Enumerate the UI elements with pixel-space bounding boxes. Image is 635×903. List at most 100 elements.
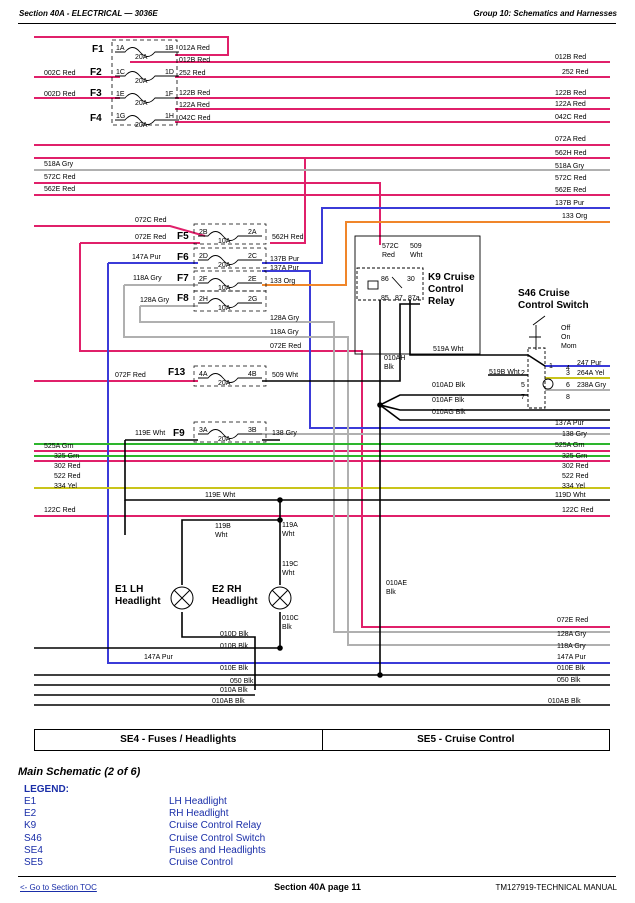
fuse-rating: 20A — [218, 262, 231, 269]
manual-id: TM127919-TECHNICAL MANUAL — [495, 883, 617, 892]
s46-pin-5: 5 — [521, 382, 525, 389]
footer-rule — [18, 876, 616, 877]
e1-label-2: Headlight — [115, 596, 161, 607]
wire-label: 010D Blk — [220, 631, 249, 638]
wire-label: 562H Red — [272, 234, 304, 241]
legend-desc: RH Headlight — [169, 808, 229, 820]
wire-label: 010AE — [386, 580, 407, 587]
fuse-symbol-icon — [115, 47, 179, 57]
fuse-rating: 20A — [218, 436, 231, 443]
wire-label: 562E Red — [44, 186, 75, 193]
legend-code: K9 — [24, 820, 37, 832]
wire-label: 012B Red — [179, 57, 210, 64]
k9-relay-body — [356, 267, 424, 301]
wire-label: 010AD Blk — [432, 382, 466, 389]
wire-label: 518A Gry — [44, 161, 74, 168]
wire-label: 252 Red — [562, 69, 589, 76]
section-bar: SE4 - Fuses / Headlights SE5 - Cruise Co… — [34, 729, 610, 751]
fuse-in-pin: 1C — [116, 69, 125, 76]
wire-label: 119E Wht — [205, 492, 235, 499]
k9-line3-label: Relay — [428, 296, 455, 307]
wire-label: 519B Wht — [489, 369, 520, 376]
fuse-rating: 10A — [218, 285, 231, 292]
wire-label: Blk — [282, 624, 292, 631]
fuse-id: F7 — [177, 273, 189, 284]
wire-label: 519A Wht — [433, 346, 463, 353]
fuse-block-1-outline — [111, 39, 178, 126]
indicator-lamp-icon — [542, 378, 554, 390]
fuse-id: F9 — [173, 428, 185, 439]
wire-label: Wht — [282, 531, 295, 538]
wire-label: 133 Org — [562, 213, 587, 220]
legend-code: SE4 — [24, 844, 43, 856]
wire-label: 122C Red — [44, 507, 76, 514]
wire-label: Wht — [410, 252, 423, 259]
fuse-in-pin: 4A — [199, 371, 208, 378]
fuse-id: F13 — [168, 367, 186, 378]
wire-label: 147A Pur — [144, 654, 173, 661]
wire-label: 012B Red — [555, 54, 586, 61]
fuse-out-pin: 2E — [248, 276, 257, 283]
header-left: Section 40A - ELECTRICAL — 3036E — [19, 9, 158, 18]
switch-body — [527, 347, 546, 409]
wire-label: 522 Red — [54, 473, 81, 480]
e2-label-1: E2 RH — [212, 584, 241, 595]
fuse-in-pin: 1E — [116, 91, 125, 98]
wire-label: Red — [382, 252, 395, 259]
wire-label: 147A Pur — [557, 654, 586, 661]
k9-pin-87: 87 — [395, 295, 403, 302]
k9-relay-outline — [354, 235, 481, 355]
legend-code: S46 — [24, 832, 42, 844]
wire-label: 072A Red — [555, 136, 586, 143]
wire-label: 137B Pur — [555, 200, 585, 207]
section-se5: SE5 - Cruise Control — [417, 734, 515, 745]
fuse-out-pin: 1B — [165, 45, 174, 52]
wire-label: 122C Red — [562, 507, 594, 514]
wire-label: 118A Gry — [270, 329, 299, 336]
wire-label: 072F Red — [115, 372, 146, 379]
fuse-rating: 20A — [135, 78, 148, 85]
s46-title-1: S46 Cruise — [518, 288, 570, 299]
legend-code: SE5 — [24, 857, 43, 868]
wire-label: 010A Blk — [220, 687, 248, 694]
header-right: Group 10: Schematics and Harnesses — [473, 9, 617, 18]
wire-label: 010AB Blk — [212, 698, 245, 705]
wire-label: Blk — [386, 589, 396, 596]
wire-label: 010C — [282, 615, 299, 622]
junction-dot — [377, 402, 383, 408]
wires — [34, 36, 610, 706]
legend-desc: Cruise Control Switch — [169, 832, 266, 844]
k9-pin-87a: 87a — [408, 295, 420, 302]
wire-label: 509 — [410, 243, 422, 250]
wire-label: 334 Yel — [562, 483, 585, 490]
fuse-symbol-icon — [115, 115, 179, 125]
section-toc-link[interactable]: <- Go to Section TOC — [20, 883, 97, 892]
fuse-rating: 20A — [135, 54, 148, 61]
legend-code: E1 — [24, 796, 37, 807]
fuse-block-1 — [111, 39, 178, 126]
fuse-out-pin: 3B — [248, 427, 257, 434]
wire-label: 010AF Blk — [432, 397, 465, 404]
wire-label: 002D Red — [44, 91, 76, 98]
legend-title: LEGEND: — [24, 784, 69, 795]
wire-label: 010AB Blk — [548, 698, 581, 705]
k9-cruise-control-relay — [354, 235, 481, 355]
wire-label: 010E Blk — [557, 665, 586, 672]
fuse-rating: 20A — [135, 100, 148, 107]
fuse-out-pin: 4B — [248, 371, 257, 378]
junction-dot — [277, 497, 283, 503]
page-number: Section 40A page 11 — [274, 882, 361, 892]
wire-label: 325 Grn — [562, 453, 587, 460]
s46-pos-on: On — [561, 334, 570, 341]
switch-lever-icon — [529, 315, 546, 350]
